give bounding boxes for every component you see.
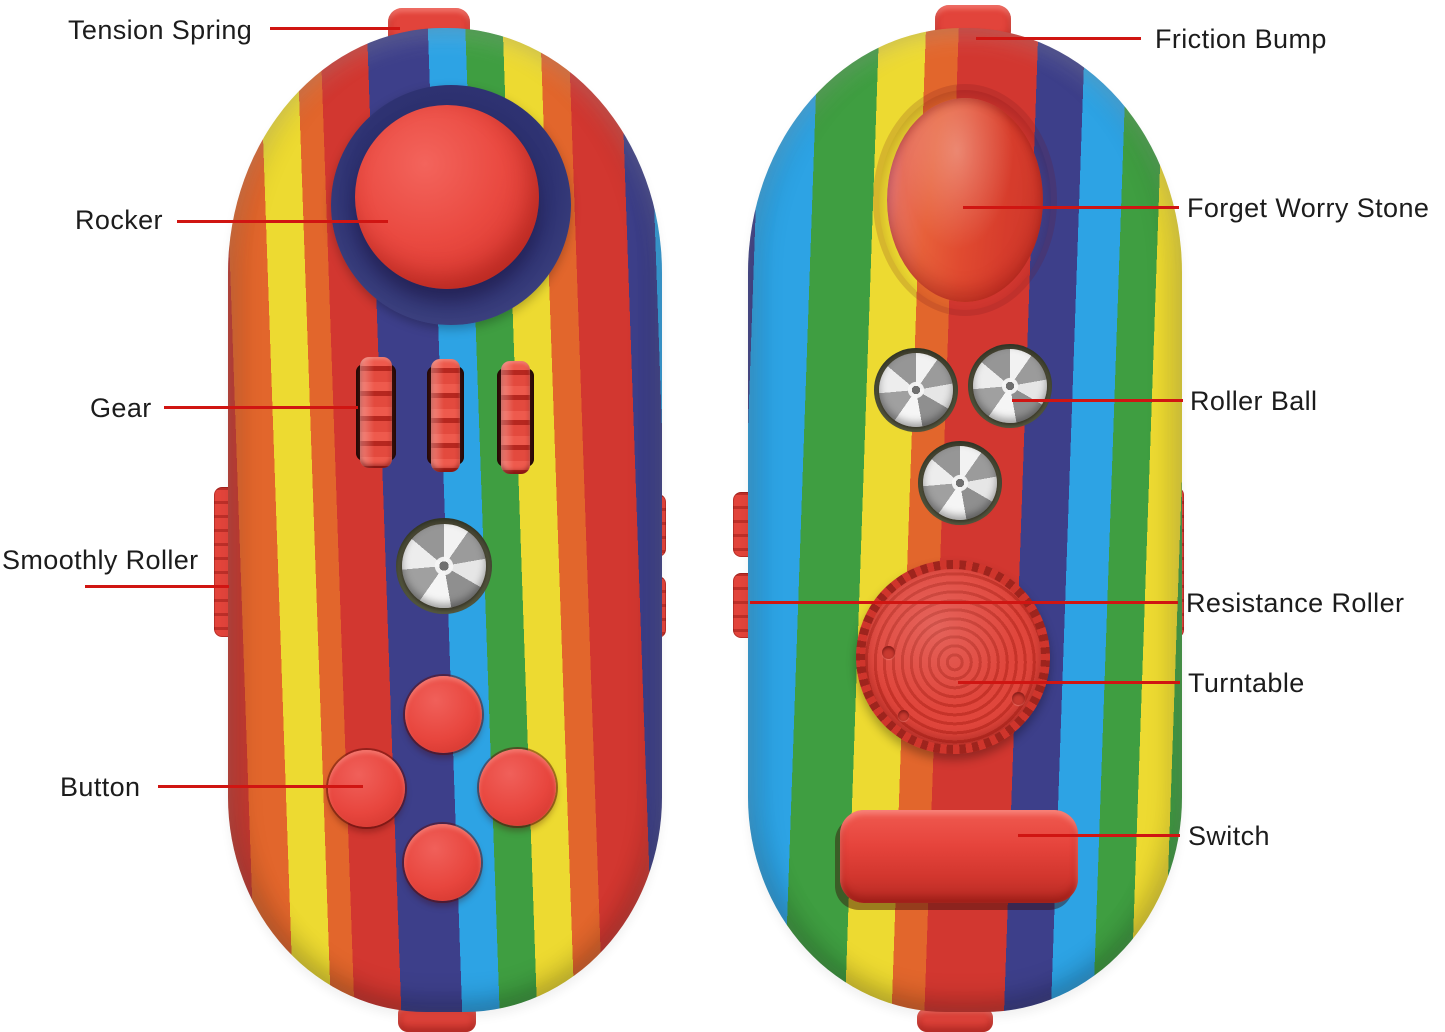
roller-ball-2-recess	[968, 344, 1052, 428]
button-left	[328, 750, 405, 827]
roller-ball-3-recess	[918, 441, 1002, 525]
label-turntable: Turntable	[1188, 668, 1305, 698]
turntable-face	[865, 569, 1041, 745]
label-switch: Switch	[1188, 821, 1270, 851]
gear-1	[356, 357, 396, 468]
label-roller-ball: Roller Ball	[1190, 386, 1318, 416]
forget-worry-stone-leader-line	[963, 206, 1179, 209]
resistance-roller-leader-line	[750, 601, 1178, 604]
rocker-stick	[355, 105, 539, 289]
roller-ball-2	[973, 349, 1047, 423]
front-roller-ball-recess	[396, 518, 492, 614]
friction-bump-leader-line	[976, 37, 1141, 40]
turntable-leader-line	[958, 681, 1180, 684]
label-button: Button	[60, 772, 141, 802]
forget-worry-stone	[887, 98, 1043, 302]
switch	[840, 810, 1078, 903]
gear-2	[427, 359, 464, 472]
button-top	[405, 676, 482, 753]
front-roller-ball	[402, 524, 486, 608]
roller-ball-3	[923, 446, 997, 520]
gear-1-wheel	[360, 357, 392, 468]
label-resistance-roller: Resistance Roller	[1186, 588, 1405, 618]
button-leader-line	[158, 785, 363, 788]
button-right	[479, 749, 556, 826]
gear-3	[497, 361, 534, 474]
gear-leader-line	[164, 406, 358, 409]
turntable	[856, 560, 1050, 754]
label-friction-bump: Friction Bump	[1155, 24, 1327, 54]
turntable-dot-2	[1012, 692, 1025, 705]
turntable-dot-1	[882, 646, 895, 659]
label-smoothly-roller: Smoothly Roller	[2, 545, 199, 575]
switch-leader-line	[1018, 834, 1180, 837]
tension-spring-leader-line	[270, 27, 400, 30]
label-tension-spring: Tension Spring	[68, 15, 253, 45]
gear-3-wheel	[501, 361, 530, 474]
label-rocker: Rocker	[75, 205, 163, 235]
roller-ball-1-recess	[874, 348, 958, 432]
label-gear: Gear	[90, 393, 152, 423]
smoothly-roller-leader-line	[85, 585, 229, 588]
roller-ball-leader-line	[1012, 399, 1183, 402]
button-bottom	[404, 824, 481, 901]
turntable-dot-3	[898, 710, 909, 721]
label-forget-worry-stone: Forget Worry Stone	[1187, 193, 1430, 223]
rocker-leader-line	[177, 220, 388, 223]
back-bottom-bump	[917, 1008, 993, 1032]
roller-ball-1	[879, 353, 953, 427]
gear-2-wheel	[431, 359, 460, 472]
